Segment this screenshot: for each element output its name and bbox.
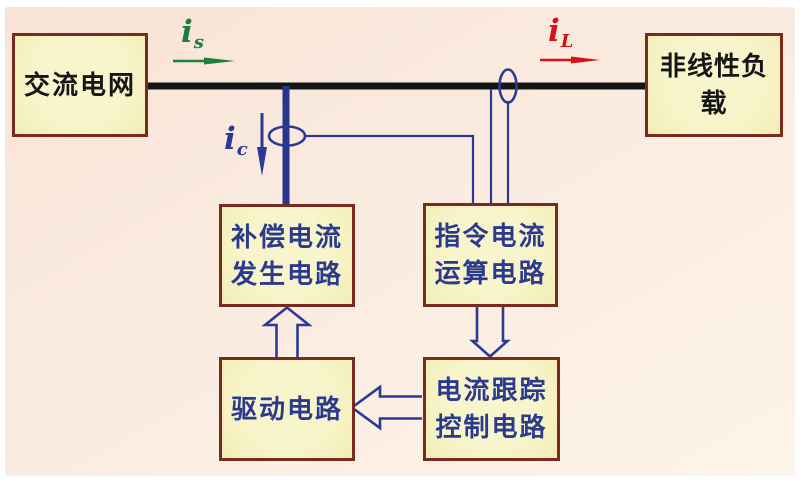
- tracking-to-drive-arrow: [349, 384, 422, 431]
- compensation-current-transformer-icon: [267, 125, 307, 147]
- compensation-current-symbol: i: [224, 121, 236, 157]
- compensation-current-subscript: c: [236, 139, 248, 160]
- compensation-ct-sense-wire: [305, 134, 475, 205]
- node-drive-circuit: 驱动电路: [219, 357, 355, 461]
- load-current-symbol: i: [548, 13, 560, 49]
- load-current-label: iL: [548, 16, 573, 57]
- source-current-label: is: [181, 17, 204, 58]
- node-current-tracking-control-line1: 电流跟踪: [435, 375, 548, 405]
- load-current-subscript: L: [560, 31, 574, 52]
- node-nonlinear-load: 非线性负载: [645, 33, 783, 137]
- node-drive-circuit-label: 驱动电路: [230, 393, 343, 424]
- node-current-tracking-control-line2: 控制电路: [435, 412, 548, 442]
- drive-to-compensation-arrow: [261, 305, 313, 357]
- node-command-current-calc-line2: 运算电路: [434, 258, 547, 288]
- node-ac-grid-label: 交流电网: [23, 69, 136, 100]
- node-compensation-generator-line1: 补偿电流: [230, 221, 343, 252]
- source-current-symbol: i: [181, 14, 193, 50]
- command-to-tracking-arrow: [469, 307, 511, 359]
- load-current-transformer-icon: [498, 68, 518, 104]
- node-current-tracking-control: 电流跟踪 控制电路: [423, 357, 560, 461]
- node-command-current-calc-line1: 指令电流: [434, 221, 547, 251]
- node-ac-grid: 交流电网: [12, 33, 148, 137]
- node-compensation-generator-line2: 发生电路: [230, 258, 343, 289]
- source-current-arrow-head: [204, 57, 235, 65]
- compensation-current-arrow-head: [257, 147, 267, 176]
- node-command-current-calc: 指令电流 运算电路: [423, 203, 558, 307]
- source-current-subscript: s: [193, 32, 204, 53]
- compensation-current-label: ic: [224, 124, 248, 165]
- node-nonlinear-load-label: 非线性负载: [659, 51, 768, 118]
- load-current-arrow-head: [571, 56, 600, 64]
- node-compensation-generator: 补偿电流 发生电路: [219, 204, 355, 307]
